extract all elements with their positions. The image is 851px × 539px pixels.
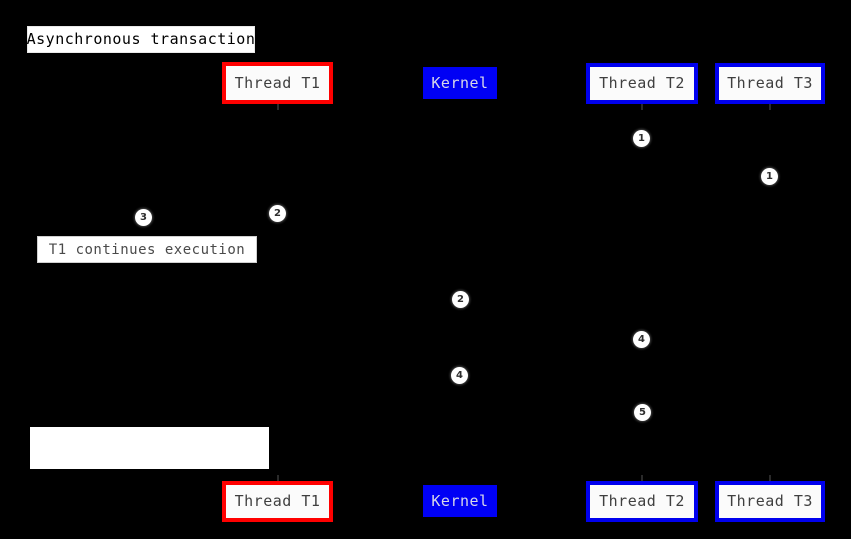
lifeline-stub-thread-t3-bottom — [769, 475, 771, 481]
badge-t2-1: 1 — [633, 130, 650, 147]
badge-t3-1: 1 — [761, 168, 778, 185]
badge-t1-3: 3 — [135, 209, 152, 226]
note-blank — [30, 427, 269, 469]
lifeline-head-thread-t2-bottom[interactable]: Thread T2 — [586, 481, 698, 522]
lifeline-stub-thread-t1-top — [277, 104, 279, 110]
lifeline-head-thread-t3-bottom[interactable]: Thread T3 — [715, 481, 825, 522]
lifeline-head-thread-t3-top[interactable]: Thread T3 — [715, 63, 825, 104]
lifeline-stub-thread-t2-top — [641, 104, 643, 110]
lifeline-stub-thread-t2-bottom — [641, 475, 643, 481]
lifeline-stub-thread-t3-top — [769, 104, 771, 110]
badge-kernel-2: 2 — [452, 291, 469, 308]
lifeline-stub-thread-t1-bottom — [277, 475, 279, 481]
lifeline-head-kernel-top[interactable]: Kernel — [423, 67, 497, 99]
note-t1-continues: T1 continues execution — [37, 236, 257, 263]
badge-kernel-4: 4 — [451, 367, 468, 384]
lifeline-head-thread-t2-top[interactable]: Thread T2 — [586, 63, 698, 104]
badge-t2-4: 4 — [633, 331, 650, 348]
lifeline-head-thread-t1-top[interactable]: Thread T1 — [222, 62, 333, 104]
badge-t1-2: 2 — [269, 205, 286, 222]
lifeline-head-kernel-bottom[interactable]: Kernel — [423, 485, 497, 517]
badge-t2-5: 5 — [634, 404, 651, 421]
lifeline-head-thread-t1-bottom[interactable]: Thread T1 — [222, 481, 333, 522]
diagram-title: Asynchronous transaction — [27, 26, 255, 53]
